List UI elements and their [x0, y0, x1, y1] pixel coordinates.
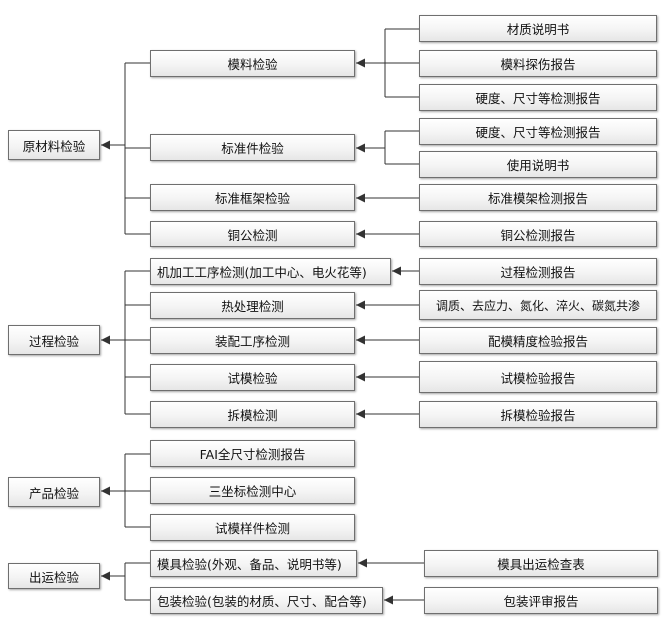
box-label: 包装检验(包装的材质、尺寸、配合等): [157, 594, 367, 609]
report-box: 使用说明书: [419, 151, 657, 178]
box-label: 标准件检验: [221, 141, 284, 156]
box-label: FAI全尺寸检测报告: [199, 447, 306, 462]
box-label: 拆模检验报告: [500, 408, 576, 423]
report-box: 过程检测报告: [419, 258, 657, 285]
box-label: 材质说明书: [506, 22, 570, 37]
packaging-inspection-box: 包装检验(包装的材质、尺寸、配合等): [150, 587, 383, 614]
box-label: 配模精度检验报告: [487, 334, 588, 349]
box-label: 铜公检测报告: [500, 227, 576, 243]
mold-shipping-inspection-box: 模具检验(外观、备品、说明书等): [150, 550, 357, 577]
shipping-inspection-box: 出运检验: [8, 563, 100, 589]
report-box: 铜公检测报告: [419, 221, 657, 247]
raw-material-inspection-box: 原材料检验: [8, 130, 100, 160]
trial-sample-inspection-box: 试模样件检测: [150, 514, 355, 541]
box-label: 模具出运检查表: [497, 557, 585, 572]
standard-frame-inspection-box: 标准框架检验: [150, 184, 355, 211]
box-label: 标准模架检测报告: [487, 191, 588, 206]
report-box: 模料探伤报告: [419, 50, 657, 77]
box-label: 硬度、尺寸等检测报告: [475, 125, 601, 140]
box-label: 模具检验(外观、备品、说明书等): [157, 557, 342, 572]
report-box: 试模检验报告: [419, 361, 657, 393]
box-label: 出运检验: [28, 569, 79, 585]
box-label: 拆模检测: [227, 408, 278, 423]
box-label: 标准框架检验: [214, 191, 290, 206]
report-box: 材质说明书: [419, 15, 657, 42]
trial-mold-inspection-box: 试模检验: [150, 364, 355, 391]
box-label: 原材料检验: [22, 138, 86, 154]
box-label: 模料检验: [227, 57, 278, 72]
process-inspection-box: 过程检验: [8, 325, 100, 355]
box-label: 模料探伤报告: [500, 57, 576, 72]
report-box: 配模精度检验报告: [419, 327, 657, 354]
box-label: 过程检验: [28, 333, 79, 349]
fai-report-box: FAI全尺寸检测报告: [150, 440, 355, 467]
box-label: 试模样件检测: [214, 521, 290, 536]
machining-inspection-box: 机加工工序检测(加工中心、电火花等): [150, 258, 391, 285]
box-label: 产品检验: [28, 485, 79, 501]
box-label: 铜公检测: [227, 227, 278, 243]
box-label: 使用说明书: [506, 158, 570, 173]
box-label: 硬度、尺寸等检测报告: [475, 91, 601, 106]
cmm-center-box: 三坐标检测中心: [150, 477, 355, 504]
disassembly-inspection-box: 拆模检测: [150, 401, 355, 428]
product-inspection-box: 产品检验: [8, 477, 100, 507]
box-label: 调质、去应力、氮化、淬火、碳氮共渗: [435, 298, 640, 313]
box-label: 热处理检测: [221, 299, 284, 314]
report-box: 硬度、尺寸等检测报告: [419, 118, 657, 145]
box-label: 试模检验: [227, 371, 278, 386]
copper-inspection-box: 铜公检测: [150, 221, 355, 247]
report-box: 标准模架检测报告: [419, 184, 657, 211]
box-label: 装配工序检测: [214, 334, 290, 349]
heat-treatment-inspection-box: 热处理检测: [150, 292, 355, 319]
report-box: 模具出运检查表: [424, 550, 658, 577]
box-label: 包装评审报告: [503, 594, 579, 609]
report-box: 拆模检验报告: [419, 401, 657, 428]
standard-parts-inspection-box: 标准件检验: [150, 134, 355, 161]
box-label: 试模检验报告: [500, 370, 576, 386]
box-label: 机加工工序检测(加工中心、电火花等): [157, 265, 367, 280]
report-box: 调质、去应力、氮化、淬火、碳氮共渗: [419, 290, 657, 320]
assembly-inspection-box: 装配工序检测: [150, 327, 355, 354]
box-label: 过程检测报告: [500, 265, 576, 280]
report-box: 包装评审报告: [424, 587, 658, 614]
report-box: 硬度、尺寸等检测报告: [419, 84, 657, 111]
mold-material-inspection-box: 模料检验: [150, 50, 355, 77]
box-label: 三坐标检测中心: [208, 484, 297, 499]
